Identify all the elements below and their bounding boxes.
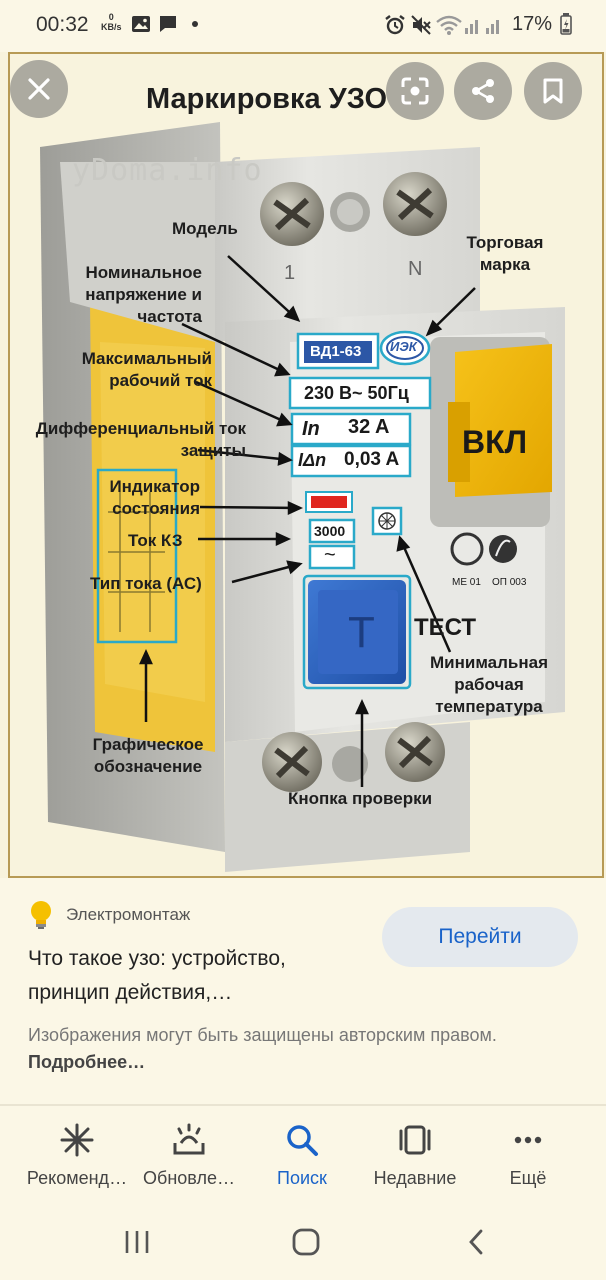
recents-button[interactable]	[107, 1224, 167, 1260]
status-time: 00:32	[36, 13, 89, 36]
nav-item-more[interactable]: Ещё	[469, 1122, 587, 1189]
mute-icon	[411, 15, 431, 35]
updates-icon	[173, 1123, 205, 1155]
device-illustration	[40, 122, 565, 872]
cert-1: МЕ 01	[452, 577, 481, 588]
label-graphic: Графическое обозначение	[92, 735, 204, 776]
lens-button[interactable]	[386, 62, 444, 120]
network-speed: 0 KB/s	[101, 12, 122, 32]
test-label: ТЕСТ	[414, 614, 477, 641]
bookmark-icon	[543, 78, 563, 104]
source-name[interactable]: Электромонтаж	[66, 905, 191, 924]
label-current-type: Тип тока (АС)	[90, 574, 202, 593]
close-icon	[28, 78, 50, 100]
wifi-icon	[436, 15, 462, 35]
battery-icon	[560, 13, 572, 35]
speed-value: 0	[108, 12, 114, 22]
label-short-circuit: Ток КЗ	[128, 531, 183, 550]
nav-divider	[0, 1104, 606, 1106]
ac-symbol: ~	[324, 544, 336, 566]
nav-label: Ещё	[509, 1168, 547, 1188]
learn-more-link[interactable]: Подробнее…	[28, 1052, 146, 1072]
label-diff-current: Дифференциальный ток защиты	[35, 419, 246, 460]
brand-mark: ИЭК	[390, 339, 417, 354]
nav-label: Поиск	[277, 1168, 327, 1188]
on-label: ВКЛ	[462, 424, 528, 460]
result-info: Электромонтаж Перейти Что такое узо: уст…	[0, 878, 606, 1104]
image-heading: Маркировка УЗО	[146, 83, 388, 115]
label-min-temp: Минимальная рабочая температура	[429, 653, 549, 716]
nav-item-updates[interactable]: Обновле…	[130, 1122, 248, 1189]
nav-item-recent[interactable]: Недавние	[356, 1122, 474, 1189]
idn-symbol: IΔn	[298, 450, 327, 470]
watermark: yDoma.info	[72, 153, 263, 188]
source-row[interactable]: Электромонтаж	[28, 900, 190, 930]
nav-item-search[interactable]: Поиск	[243, 1122, 361, 1189]
lightbulb-icon	[31, 901, 51, 929]
image-frame	[8, 52, 604, 878]
speed-unit: KB/s	[101, 22, 122, 32]
bookmark-button[interactable]	[524, 62, 582, 120]
label-max-current: Максимальный рабочий ток	[81, 349, 212, 390]
terminal-1: 1	[284, 262, 296, 284]
nav-label: Рекоменд…	[26, 1168, 128, 1188]
asterisk-icon	[60, 1123, 94, 1157]
breaking-capacity: 3000	[314, 523, 346, 539]
signal-icon	[465, 20, 499, 34]
cert-2: ОП 003	[492, 577, 527, 588]
recents-icon	[125, 1231, 149, 1253]
label-indicator: Индикатор состояния	[109, 477, 200, 518]
back-icon	[469, 1229, 483, 1255]
home-button[interactable]	[276, 1224, 336, 1260]
result-title[interactable]: Что такое узо: устройство, принцип дейст…	[28, 947, 286, 1004]
gallery-icon	[132, 16, 150, 32]
nav-label: Недавние	[373, 1168, 457, 1188]
copyright-notice: Изображения могут быть защищены авторски…	[28, 1022, 548, 1076]
search-icon	[287, 1125, 318, 1156]
alarm-icon	[385, 15, 405, 35]
label-model: Модель	[172, 219, 238, 238]
home-icon	[292, 1228, 320, 1256]
terminal-n: N	[408, 258, 423, 280]
more-icon	[514, 1136, 542, 1144]
nav-item-recommendations[interactable]: Рекоменд…	[18, 1122, 136, 1189]
model-code: ВД1-63	[310, 343, 362, 360]
image-viewer[interactable]: Маркировка УЗО yDoma.info Модель Торгова…	[0, 52, 606, 878]
share-button[interactable]	[454, 62, 512, 120]
status-bar: 00:32 0 KB/s	[0, 0, 606, 52]
battery-percent: 17%	[512, 13, 553, 35]
nav-label: Обновле…	[143, 1168, 235, 1188]
rating-text: 230 В~ 50Гц	[304, 383, 409, 403]
label-test-button: Кнопка проверки	[288, 789, 433, 808]
test-key-letter: T	[348, 608, 375, 657]
idn-value: 0,03 A	[344, 449, 400, 470]
lens-icon	[401, 77, 429, 105]
copyright-text: Изображения могут быть защищены авторски…	[28, 1025, 497, 1045]
visit-button[interactable]: Перейти	[382, 907, 578, 967]
close-button[interactable]	[10, 60, 68, 118]
label-trademark: Торговая марка	[466, 233, 544, 274]
back-button[interactable]	[446, 1224, 506, 1260]
chat-icon	[160, 16, 176, 32]
system-nav	[0, 1206, 606, 1280]
recent-icon	[399, 1125, 431, 1155]
in-symbol: In	[302, 418, 320, 440]
dot-icon	[192, 21, 198, 27]
share-icon	[472, 79, 494, 103]
in-value: 32 A	[348, 416, 390, 438]
bottom-nav: Рекоменд… Обновле… Поиск	[0, 1106, 606, 1206]
label-voltage: Номинальное напряжение и частота	[85, 263, 202, 326]
